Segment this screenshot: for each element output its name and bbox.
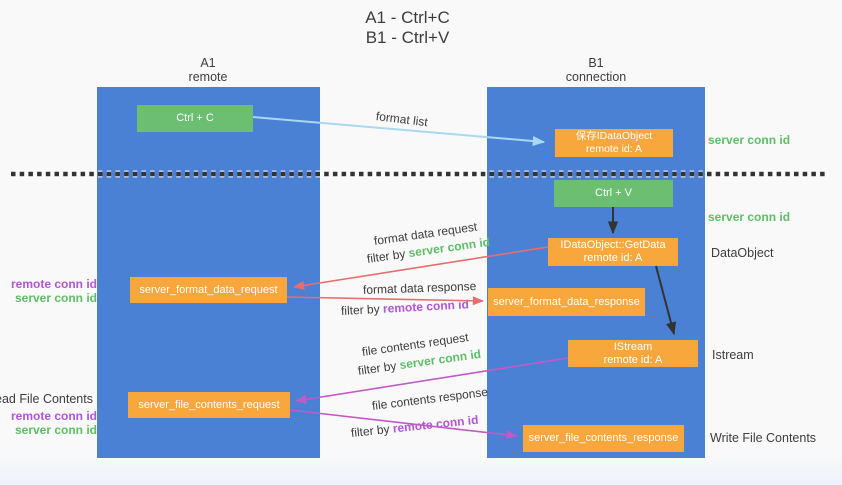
save-dataobject-node: 保存IDataObject remote id: A [555, 129, 673, 157]
getdata-line2: remote id: A [583, 252, 643, 264]
title-line-1: A1 - Ctrl+C [365, 8, 450, 27]
column-a1-name: A1 [200, 56, 216, 70]
dataobject-label: DataObject [711, 246, 774, 260]
server-conn-id-clipboard-label: server conn id [708, 133, 791, 147]
file-contents-response-filter-label: filter by remote conn id [350, 413, 479, 440]
column-header-b1: B1 connection [516, 56, 676, 84]
ctrl-v-label: Ctrl + V [595, 187, 632, 199]
server-format-data-response-node: server_format_data_response [488, 288, 645, 316]
server-format-data-request-node: server_format_data_request [130, 277, 287, 303]
ctrl-c-node: Ctrl + C [137, 105, 253, 132]
file-contents-response-label: file contents response [371, 384, 489, 413]
ctrl-c-label: Ctrl + C [176, 112, 214, 124]
istream-node: IStream remote id: A [568, 340, 698, 367]
server-file-contents-response-label: server_file_contents_response [528, 432, 679, 444]
diagram-title: A1 - Ctrl+C B1 - Ctrl+V [300, 8, 515, 48]
filter-by-text: filter by [350, 421, 394, 440]
save-dataobject-line2: remote id: A [585, 143, 643, 155]
column-header-a1: A1 remote [128, 56, 288, 84]
column-b1-role: connection [565, 70, 627, 84]
format-data-response-label: format data response [362, 279, 477, 297]
remote-conn-id-key: remote conn id [392, 412, 480, 436]
getdata-line1: IDataObject::GetData [560, 239, 666, 251]
filter-by-text: filter by [357, 358, 401, 378]
column-b1-name: B1 [588, 56, 604, 70]
server-file-contents-request-label: server_file_contents_request [138, 398, 280, 411]
file-server-conn-id-label: server conn id [14, 423, 97, 437]
file-remote-conn-id-label: remote conn id [10, 409, 97, 423]
istream-side-label: Istream [712, 348, 754, 362]
read-file-contents-label: Read File Contents [0, 392, 93, 406]
server-conn-id-paste-label: server conn id [708, 210, 791, 224]
istream-line1: IStream [613, 340, 653, 353]
remote-conn-id-key: remote conn id [382, 297, 470, 316]
format-list-label: format list [375, 109, 429, 130]
save-dataobject-line1: 保存IDataObject [575, 130, 653, 142]
server-file-contents-response-node: server_file_contents_response [523, 425, 684, 452]
filter-by-text: filter by [366, 246, 410, 266]
column-a1-role: remote [188, 70, 228, 84]
filter-by-text: filter by [340, 301, 384, 318]
title-line-2: B1 - Ctrl+V [365, 28, 450, 47]
getdata-node: IDataObject::GetData remote id: A [548, 238, 678, 266]
server-format-data-request-label: server_format_data_request [139, 283, 278, 296]
ctrl-v-node: Ctrl + V [554, 180, 673, 207]
server-format-data-response-label: server_format_data_response [493, 295, 640, 308]
format-server-conn-id-label: server conn id [14, 291, 97, 305]
istream-line2: remote id: A [603, 353, 663, 366]
format-remote-conn-id-label: remote conn id [10, 277, 97, 291]
server-file-contents-request-node: server_file_contents_request [128, 392, 290, 418]
format-data-response-filter-label: filter by remote conn id [341, 297, 470, 318]
write-file-contents-label: Write File Contents [710, 431, 817, 445]
